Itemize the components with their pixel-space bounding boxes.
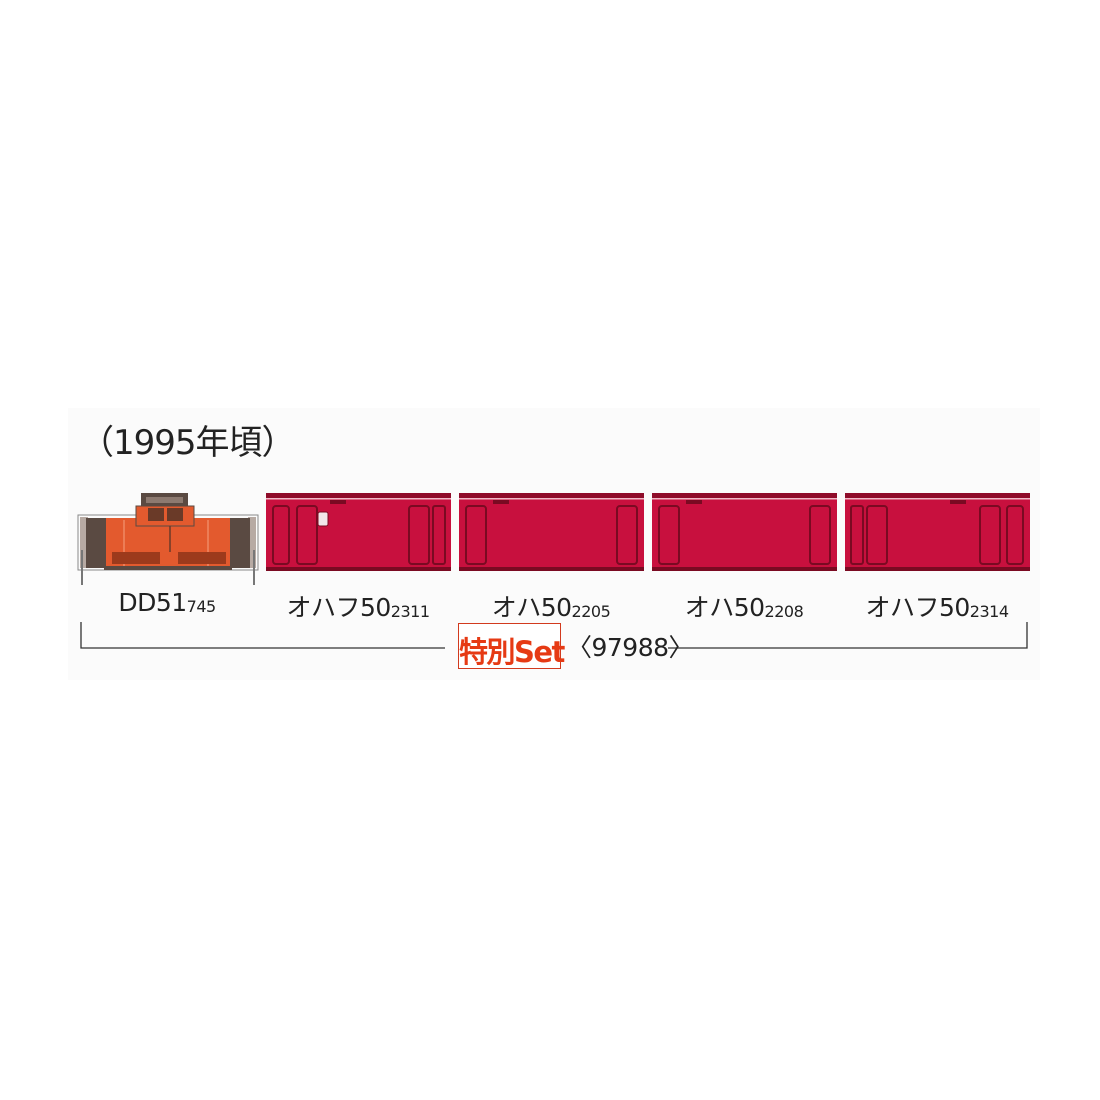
set-bracket [80, 622, 1028, 649]
locomotive-dd51 [77, 493, 259, 585]
coach-oha50-2205 [459, 493, 644, 571]
era-label: （1995年頃） [80, 423, 296, 463]
coach-ohafu50-2314 [845, 493, 1030, 571]
coach-oha50-2208 [652, 493, 837, 571]
coach-ohafu50-2311 [266, 493, 451, 571]
special-set-badge-text: 特別Set [459, 635, 565, 669]
car-label-dd51: DD51745 [118, 588, 216, 617]
set-product-code: 〈97988〉 [567, 633, 694, 662]
car-label-oha50-2208: オハ502208 [684, 593, 804, 622]
special-set-badge: 特別Set [458, 623, 565, 669]
car-label-ohafu50-2314: オハフ502314 [865, 593, 1009, 622]
car-label-oha50-2205: オハ502205 [491, 593, 611, 622]
car-label-ohafu50-2311: オハフ502311 [286, 593, 430, 622]
